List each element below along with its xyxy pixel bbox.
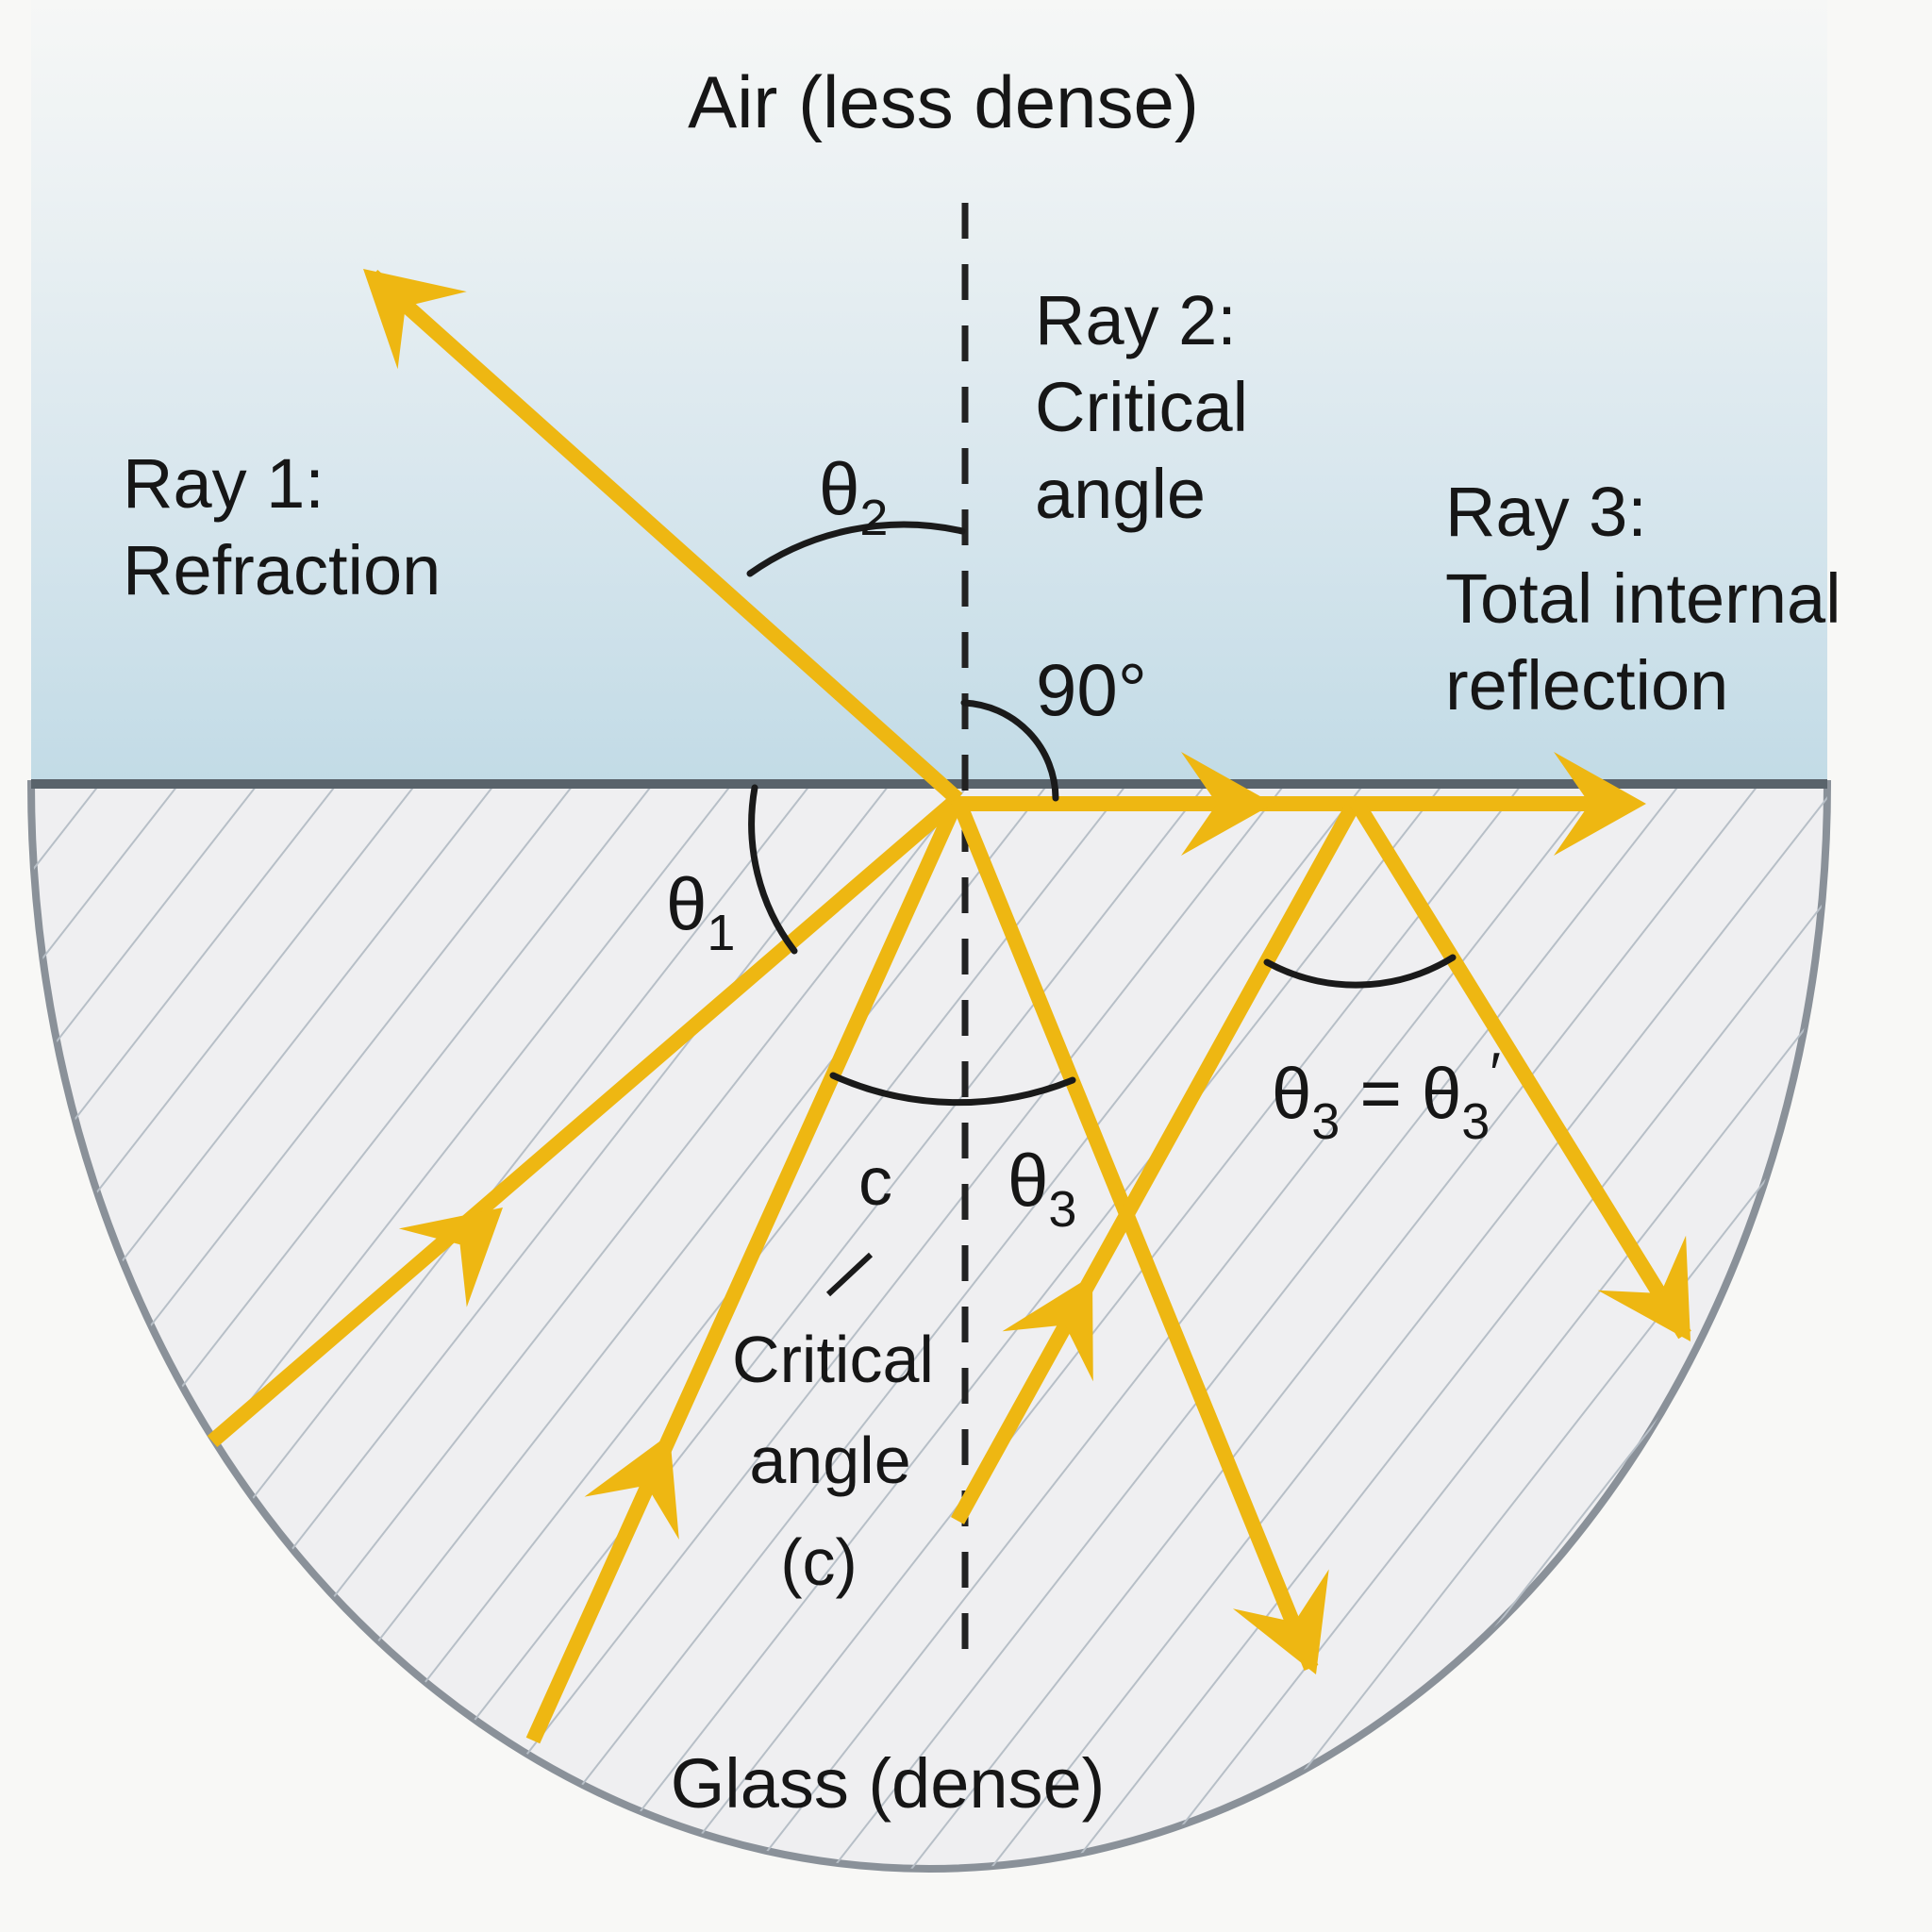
c-label-pointer-slash: [825, 1252, 874, 1297]
theta2-label: θ2: [819, 447, 888, 546]
theta3-equal-arc: [1263, 954, 1457, 989]
ray2-label-line3: angle: [1035, 455, 1206, 533]
theta3-eq-sub2: 3: [1461, 1093, 1490, 1150]
theta3-equality-label: θ3 = θ3′: [1272, 1041, 1501, 1150]
theta3-sub: 3: [1048, 1181, 1076, 1238]
critical-note-line1: Critical: [732, 1323, 934, 1396]
ray1-incident: [207, 792, 963, 1448]
ray3-label: Ray 3: Total internal reflection: [1445, 473, 1841, 724]
ray2-label-line1: Ray 2:: [1035, 281, 1237, 359]
theta2-angle-arc: [746, 521, 966, 577]
theta3-eq-prime: ′: [1490, 1041, 1501, 1107]
critical-theta3-angle-arc: [829, 1072, 1076, 1107]
ray-theta3-from-vertex: [950, 795, 1319, 1672]
critical-note-line2: angle: [749, 1424, 910, 1497]
glass-hatching: [31, 784, 1827, 1869]
ray3-label-line1: Ray 3:: [1445, 473, 1647, 551]
theta3-eq-sub1: 3: [1311, 1093, 1340, 1150]
theta2-base: θ: [819, 447, 859, 530]
ray2-label-line2: Critical: [1035, 368, 1248, 446]
ray3-label-line3: reflection: [1445, 646, 1728, 724]
theta1-label: θ1: [666, 862, 735, 961]
ninety-degree-arc: [960, 699, 1059, 802]
ray1-refracted: [367, 270, 963, 805]
critical-angle-c-label: c: [858, 1144, 892, 1220]
critical-angle-note: Critical angle (c): [732, 1323, 934, 1599]
ray1-label-line1: Ray 1:: [123, 444, 325, 523]
air-region-label: Air (less dense): [688, 60, 1199, 143]
ray3-incident: [950, 797, 1363, 1524]
ray1-label: Ray 1: Refraction: [123, 444, 441, 609]
theta3-base: θ: [1008, 1139, 1048, 1222]
theta3-eq-mid: = θ: [1340, 1054, 1461, 1134]
ray2-label: Ray 2: Critical angle: [1035, 281, 1248, 533]
ray1-label-line2: Refraction: [123, 531, 441, 609]
theta3-label: θ3: [1008, 1139, 1076, 1238]
theta3-eq-base1: θ: [1272, 1054, 1311, 1134]
glass-region-label: Glass (dense): [671, 1744, 1106, 1823]
ray3-reflected: [1349, 796, 1691, 1340]
theta1-angle-arc: [748, 784, 798, 955]
air-region: [31, 0, 1827, 784]
ray2-incident: [525, 795, 965, 1744]
ray3-label-line2: Total internal: [1445, 559, 1841, 638]
theta1-base: θ: [666, 862, 707, 945]
theta1-sub: 1: [707, 905, 735, 961]
ninety-degree-label: 90°: [1036, 648, 1147, 731]
theta2-sub: 2: [859, 490, 888, 546]
critical-note-line3: (c): [780, 1525, 858, 1599]
